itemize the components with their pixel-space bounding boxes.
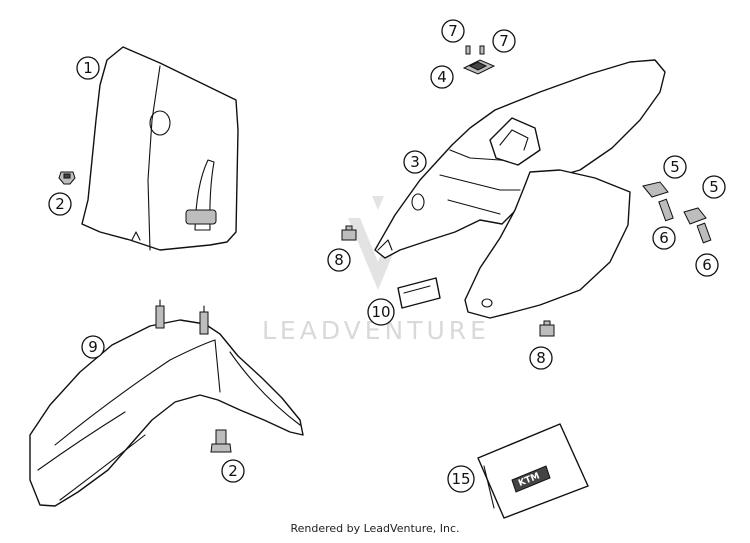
decal-15: KTM: [477, 423, 589, 519]
callout-3: 3: [403, 150, 427, 174]
front-fender: [29, 299, 304, 507]
callout-1: 1: [76, 56, 100, 80]
callout-2b: 2: [221, 459, 245, 483]
callout-9: 9: [81, 335, 105, 359]
svg-text:7: 7: [499, 32, 509, 50]
callout-5a: 5: [663, 155, 687, 179]
clip-4: [462, 45, 496, 75]
callout-2a: 2: [48, 192, 72, 216]
callout-15: 15: [447, 465, 475, 493]
svg-text:5: 5: [709, 178, 719, 196]
svg-text:6: 6: [659, 229, 669, 247]
callout-5b: 5: [702, 175, 726, 199]
svg-text:1: 1: [83, 59, 93, 77]
svg-text:6: 6: [702, 256, 712, 274]
svg-text:8: 8: [334, 251, 344, 269]
callout-4: 4: [430, 65, 454, 89]
screw-8a: [341, 225, 357, 241]
washer-5b: [683, 207, 707, 225]
callout-8a: 8: [327, 248, 351, 272]
svg-text:2: 2: [55, 195, 65, 213]
callout-7b: 7: [492, 29, 516, 53]
svg-text:7: 7: [448, 22, 458, 40]
rear-fender: [374, 59, 666, 259]
callout-7a: 7: [441, 19, 465, 43]
svg-text:2: 2: [228, 462, 238, 480]
callout-10: 10: [367, 298, 395, 326]
screw-2a: [58, 171, 76, 185]
pad-10: [397, 277, 441, 309]
svg-text:15: 15: [451, 470, 470, 488]
bolt-6a: [658, 198, 674, 222]
svg-text:5: 5: [670, 158, 680, 176]
callout-6a: 6: [652, 226, 676, 250]
footer-credit: Rendered by LeadVenture, Inc.: [290, 522, 460, 535]
screw-2b: [210, 429, 232, 453]
svg-text:10: 10: [371, 303, 390, 321]
washer-5a: [642, 181, 669, 198]
svg-text:3: 3: [410, 153, 420, 171]
bolt-6b: [696, 222, 712, 244]
svg-text:8: 8: [536, 349, 546, 367]
callout-6b: 6: [695, 253, 719, 277]
front-number-plate: [81, 46, 239, 251]
side-number-panel: [464, 169, 631, 319]
svg-text:9: 9: [88, 338, 98, 356]
callout-8b: 8: [529, 346, 553, 370]
screw-8b: [539, 320, 555, 337]
svg-text:4: 4: [437, 68, 447, 86]
